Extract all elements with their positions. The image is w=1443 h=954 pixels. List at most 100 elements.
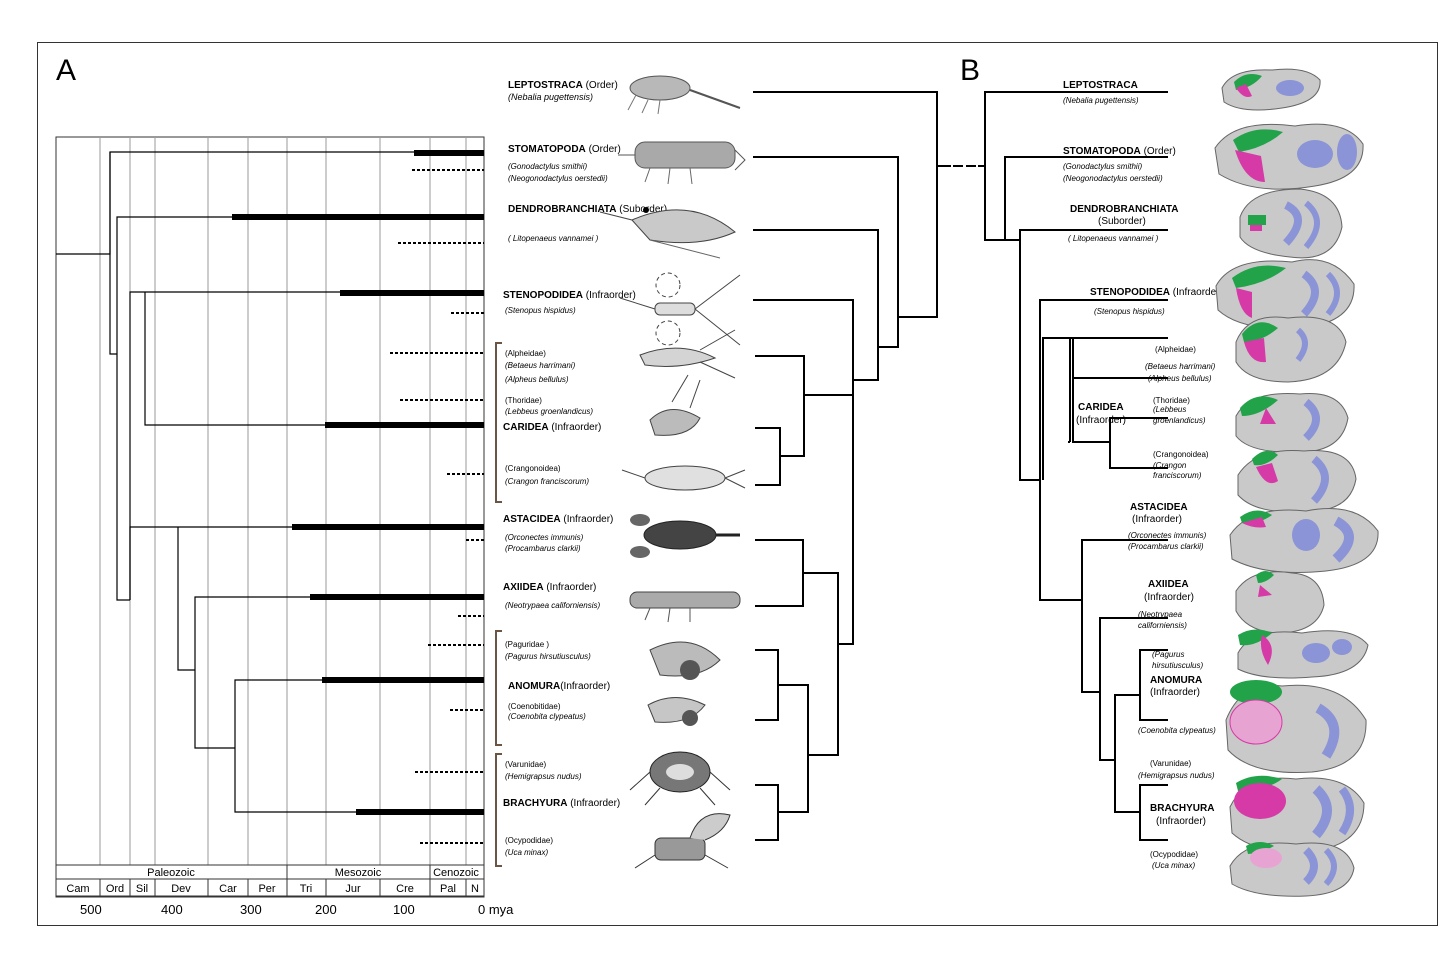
sampled-lineage-dashes [390,170,484,843]
tick-label: 200 [315,902,337,917]
species-label: (Hemigrapsus nudus) [505,772,582,781]
species-label: hirsutiusculus) [1152,661,1203,670]
timescale-labels: Paleozoic Mesozoic Cenozoic Cam Ord Sil … [66,867,479,895]
rank-label: (Suborder) [1098,216,1146,227]
rank-label: (Infraorder) [1132,514,1182,525]
family-label: (Crangonoidea) [505,464,561,473]
period-label: Dev [171,883,191,895]
alpheid-shrimp-illustration [640,330,735,378]
taxon-label: ASTACIDEA [1130,502,1188,513]
brain-schematic [1230,776,1364,852]
period-label: Jur [345,883,361,895]
brain-schematic [1236,317,1346,382]
brain-schematics [1215,69,1378,896]
taxon-label: DENDROBRANCHIATA [1070,204,1179,215]
taxon-label: ANOMURA(Infraorder) [508,681,610,692]
species-label: (Pagurus [1152,650,1184,659]
family-label: (Varunidae) [1150,759,1192,768]
taxon-label: STENOPODIDEA (Infraorder) [503,290,636,301]
family-label: (Ocypodidae) [1150,850,1198,859]
species-label: ( Litopenaeus vannamei ) [508,234,599,243]
species-label: (Stenopus hispidus) [505,306,576,315]
tick-label: 400 [161,902,183,917]
species-label: (Crangon [1153,461,1187,470]
species-label: (Neogonodactylus oerstedii) [508,174,608,183]
panel-b-labels: LEPTOSTRACA (Nebalia pugettensis) STOMAT… [1063,80,1223,870]
species-label: (Coenobita clypeatus) [508,712,586,721]
family-label: (Varunidae) [505,760,547,769]
period-label: Cam [66,883,89,895]
family-label: (Ocypodidae) [505,836,553,845]
species-label: (Stenopus hispidus) [1094,307,1165,316]
family-label: (Crangonoidea) [1153,450,1209,459]
brain-schematic [1215,124,1363,189]
brain-schematic [1226,680,1366,773]
period-label: Pal [440,883,456,895]
era-label: Cenozoic [433,867,479,879]
species-label: (Orconectes immunis) [505,533,584,542]
taxon-label: LEPTOSTRACA [1063,80,1138,91]
rank-label: (Infraorder) [1156,816,1206,827]
lebbeus-illustration [650,375,700,435]
period-label: Cre [396,883,414,895]
rank-label: (Infraorder) [1144,592,1194,603]
hermit-crab-illustration [650,642,720,680]
taxon-label: STOMATOPODA (Order) [508,144,621,155]
taxon-label: AXIIDEA (Infraorder) [503,582,596,593]
crangon-illustration [622,466,745,490]
axiid-illustration [630,592,740,622]
species-label: (Neotrypaea [1138,610,1183,619]
species-label: (Procambarus clarkii) [1128,542,1204,551]
panel-a-labels: LEPTOSTRACA (Order) (Nebalia pugettensis… [503,80,667,857]
family-label: (Paguridae ) [505,640,549,649]
species-label: (Gonodactylus smithii) [508,162,587,171]
fiddler-crab-illustration [635,814,730,868]
species-label: (Uca minax) [505,848,548,857]
stenopus-illustration [620,273,740,345]
mantis-shrimp-illustration [618,142,745,184]
crayfish-illustration [630,514,740,558]
species-label: (Neogonodactylus oerstedii) [1063,174,1163,183]
species-label: (Lebbeus groenlandicus) [505,407,593,416]
family-label: (Thoridae) [1153,396,1190,405]
taxon-label: ANOMURA [1150,675,1202,686]
taxon-label: AXIIDEA [1148,579,1189,590]
taxon-label: BRACHYURA [1150,803,1214,814]
species-label: (Alpheus bellulus) [505,375,569,384]
family-label: (Coenobitidae) [508,702,561,711]
taxon-label: CARIDEA (Infraorder) [503,422,601,433]
species-label: (Hemigrapsus nudus) [1138,771,1215,780]
period-label: Sil [136,883,148,895]
brain-schematic [1238,629,1368,678]
tick-label: 100 [393,902,415,917]
species-label: (Nebalia pugettensis) [1063,96,1139,105]
species-label: (Nebalia pugettensis) [508,92,593,102]
brain-schematic [1238,451,1356,512]
species-label: californiensis) [1138,621,1187,630]
family-label: (Alpheidae) [1155,345,1196,354]
chronogram-tree [56,152,414,812]
family-label: (Alpheidae) [505,349,546,358]
group-brackets [496,343,502,866]
species-label: ( Litopenaeus vannamei ) [1068,234,1159,243]
period-label: Tri [300,883,312,895]
taxon-label: BRACHYURA (Infraorder) [503,798,620,809]
family-label: (Thoridae) [505,396,542,405]
taxon-label: STOMATOPODA (Order) [1063,146,1176,157]
species-label: groenlandicus) [1153,416,1206,425]
tick-label: 0 mya [478,902,514,917]
coenobita-illustration [648,698,705,727]
middle-cladogram [753,92,951,840]
period-label: Per [258,883,275,895]
species-label: (Neotrypaea californiensis) [505,601,600,610]
brain-schematic [1240,189,1342,258]
animal-illustrations [600,76,745,868]
brain-schematic [1230,842,1354,896]
panel-a-label: A [56,54,76,87]
taxon-label: LEPTOSTRACA (Order) [508,80,618,91]
species-label: (Betaeus harrimani) [505,361,576,370]
brain-schematic [1236,393,1348,452]
species-label: (Betaeus harrimani) [1145,362,1216,371]
tick-label: 500 [80,902,102,917]
